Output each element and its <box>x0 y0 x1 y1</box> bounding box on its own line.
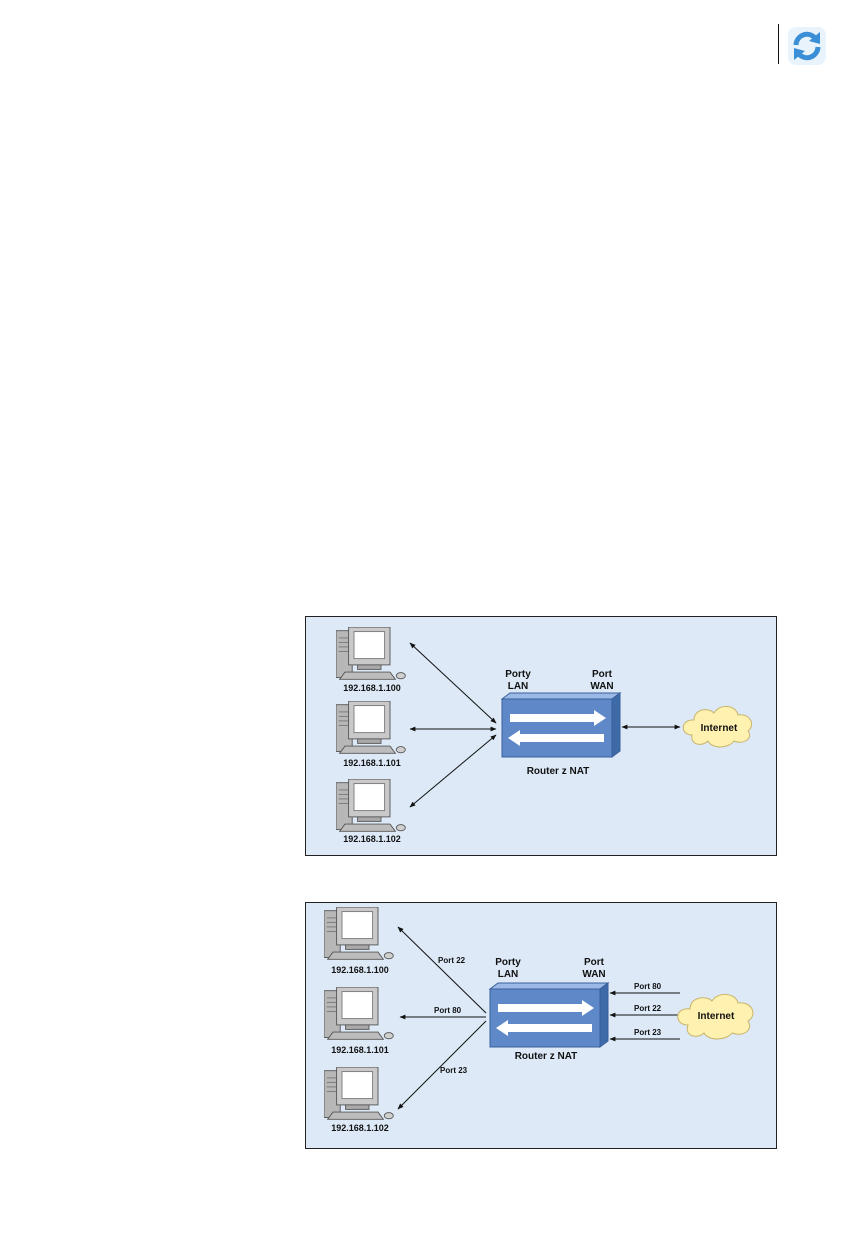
computer-icon <box>336 701 406 754</box>
forward-link <box>397 926 487 1014</box>
computer-icon <box>336 627 406 680</box>
nat-diagram-basic: 192.168.1.100 192.168.1.101 192.168.1.10… <box>305 616 777 856</box>
internet-label: Internet <box>701 723 738 734</box>
cloud-icon <box>682 706 753 748</box>
forward-port-label: Port 80 <box>434 1006 462 1015</box>
lan-ports-label: Porty <box>505 669 531 680</box>
host-address: 192.168.1.100 <box>343 683 401 693</box>
wan-port-label: Port <box>584 957 605 968</box>
host-address: 192.168.1.102 <box>331 1123 389 1133</box>
inbound-port-label: Port 22 <box>634 1004 662 1013</box>
internet-label: Internet <box>698 1011 735 1022</box>
lan-link <box>409 642 497 724</box>
router-icon <box>488 982 610 1048</box>
cloud-icon <box>677 994 754 1040</box>
host-address: 192.168.1.102 <box>343 834 401 844</box>
router-label: Router z NAT <box>527 766 590 777</box>
router-label: Router z NAT <box>515 1051 578 1062</box>
host-address: 192.168.1.100 <box>331 965 389 975</box>
forward-port-label: Port 23 <box>440 1066 468 1075</box>
router-icon <box>500 692 622 758</box>
computer-icon <box>324 987 394 1040</box>
wan-port-label: WAN <box>582 969 605 980</box>
host-address: 192.168.1.101 <box>343 758 401 768</box>
lan-ports-label: LAN <box>508 681 529 692</box>
forward-link <box>397 1020 487 1110</box>
lan-ports-label: Porty <box>495 957 521 968</box>
nat-diagram-port-forwarding: 192.168.1.100 192.168.1.101 192.168.1.10… <box>305 902 777 1149</box>
wan-port-label: WAN <box>590 681 613 692</box>
computer-icon <box>324 907 394 960</box>
forward-port-label: Port 22 <box>438 956 466 965</box>
wan-port-label: Port <box>592 669 613 680</box>
lan-ports-label: LAN <box>498 969 519 980</box>
refresh-icon[interactable] <box>787 26 827 66</box>
inbound-port-label: Port 23 <box>634 1028 662 1037</box>
computer-icon <box>336 779 406 832</box>
lan-link <box>409 734 497 808</box>
computer-icon <box>324 1067 394 1120</box>
header-divider <box>778 24 779 64</box>
host-address: 192.168.1.101 <box>331 1045 389 1055</box>
inbound-port-label: Port 80 <box>634 982 662 991</box>
